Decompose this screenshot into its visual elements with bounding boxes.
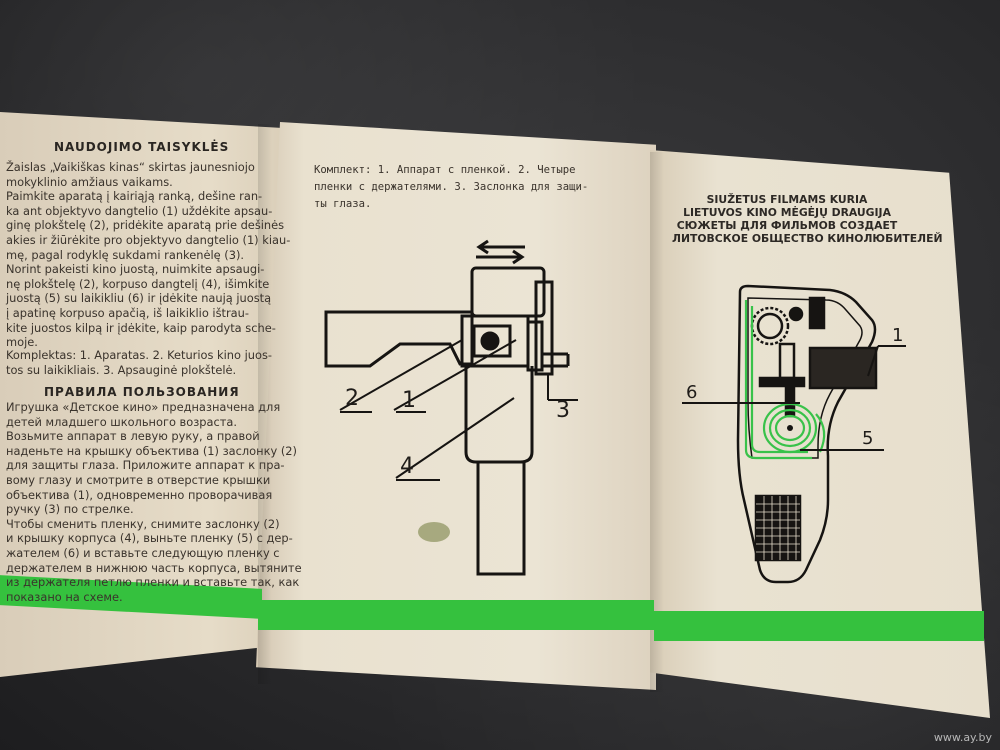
callout-4: 4	[400, 454, 414, 479]
text-line: ты глаза.	[314, 198, 372, 210]
text-line: Paimkite aparatą į kairiąją ranką, dešin…	[6, 189, 263, 204]
fold-shadow-left	[258, 124, 272, 684]
callout-right-5: 5	[862, 428, 874, 449]
text-line: kite juostos kilpą ir įdėkite, kaip paro…	[6, 320, 276, 335]
grip-grid-pattern	[756, 496, 800, 560]
instructions-lithuanian: Žaislas „Vaikiškas kinas“ skirtas jaunes…	[6, 160, 290, 350]
text-line: из держателя петлю пленки и вставьте так…	[6, 575, 300, 590]
leaflet-middle-panel	[256, 122, 656, 690]
text-line: показано на схеме.	[6, 589, 123, 604]
komplekt-lithuanian: Komplektas: 1. Aparatas. 2. Keturios kin…	[6, 348, 272, 377]
text-line: жателем (6) и вставьте следующую пленку …	[6, 545, 280, 560]
text-line: moje.	[6, 335, 38, 350]
text-line: пленки с держателями. 3. Заслонка для за…	[314, 181, 589, 193]
text-line: tos su laikikliais. 3. Apsauginė plokšte…	[6, 362, 237, 377]
text-line: ka ant objektyvo dangtelio (1) uždėkite …	[6, 203, 273, 218]
watermark: www.ay.by	[933, 731, 992, 744]
credit-line: СЮЖЕТЫ ДЛЯ ФИЛЬМОВ СОЗДАЕТ	[676, 219, 898, 232]
film-loop-green	[744, 300, 826, 460]
text-line: Комплект: 1. Аппарат с пленкой. 2. Четыр…	[314, 164, 576, 176]
text-line: вому глазу и смотрите в отверстие крышки	[6, 472, 271, 487]
text-line: детей младшего школьного возраста.	[6, 414, 237, 429]
text-line: для защиты глаза. Приложите аппарат к пр…	[6, 458, 285, 473]
text-line: mę, pagal rodyklę sukdami rankenėlę (3).	[6, 247, 245, 262]
callout-3: 3	[556, 398, 570, 423]
fold-shadow-right	[650, 152, 664, 692]
text-line: akies ir žiūrėkite pro objektyvo dangtel…	[6, 232, 291, 247]
callout-1: 1	[402, 388, 416, 413]
text-line: объектива (1), одновременно проворачивая	[6, 487, 273, 502]
green-band-right	[654, 611, 984, 641]
reel-center	[787, 425, 793, 431]
camera-side-view-drawing	[324, 239, 570, 576]
text-line: ginę plokštelę (2), pridėkite aparatą pr…	[6, 218, 285, 233]
credit-line: ЛИТОВСКОЕ ОБЩЕСТВО КИНОЛЮБИТЕЛЕЙ	[672, 232, 943, 245]
credit-line: SIUŽETUS FILMAMS KURIA	[706, 193, 868, 206]
callout-2: 2	[345, 386, 359, 411]
text-line: mokyklinio amžiaus vaikams.	[6, 174, 173, 189]
text-line: į apatinę korpuso apačią, iš laikiklio i…	[6, 305, 249, 320]
text-line: ручку (3) по стрелке.	[6, 502, 134, 517]
text-line: Žaislas „Vaikiškas kinas“ skirtas jaunes…	[6, 160, 255, 174]
text-line: juostą (5) su laikikliu (6) ir įdėkite n…	[6, 291, 272, 306]
text-line: и крышку корпуса (4), выньте пленку (5) …	[6, 531, 293, 546]
text-line: Чтобы сменить пленку, снимите заслонку (…	[6, 516, 280, 531]
callout-leaders-middle	[339, 339, 578, 481]
callout-right-6: 6	[686, 382, 698, 403]
green-band-middle	[258, 600, 654, 630]
heading-russian: ПРАВИЛА ПОЛЬЗОВАНИЯ	[44, 385, 240, 399]
callout-right-1: 1	[892, 325, 904, 346]
text-line: наденьте на крышку объектива (1) заслонк…	[6, 443, 297, 458]
text-line: nę plokštelę (2), korpuso dangtelį (4), …	[6, 276, 270, 291]
instructions-russian: Игрушка «Детское кино» предназначена для…	[6, 400, 302, 604]
heading-lithuanian: NAUDOJIMO TAISYKLĖS	[54, 140, 230, 154]
camera-schematic-drawing	[736, 284, 878, 584]
text-line: Norint pakeisti kino juostą, nuimkite ap…	[6, 262, 265, 277]
komplekt-russian: Комплект: 1. Аппарат с пленкой. 2. Четыр…	[314, 162, 594, 213]
text-line: держателем в нижнюю часть корпуса, вытян…	[6, 560, 302, 575]
stain-mark	[418, 522, 450, 542]
text-line: Komplektas: 1. Aparatas. 2. Keturios kin…	[6, 348, 273, 362]
text-line: Игрушка «Детское кино» предназначена для	[6, 400, 281, 414]
callout-leaders-right	[682, 345, 906, 451]
text-line: Возьмите аппарат в левую руку, а правой	[6, 429, 260, 444]
credit-line: LIETUVOS KINO MĖGĖJŲ DRAUGIJA	[683, 206, 891, 219]
